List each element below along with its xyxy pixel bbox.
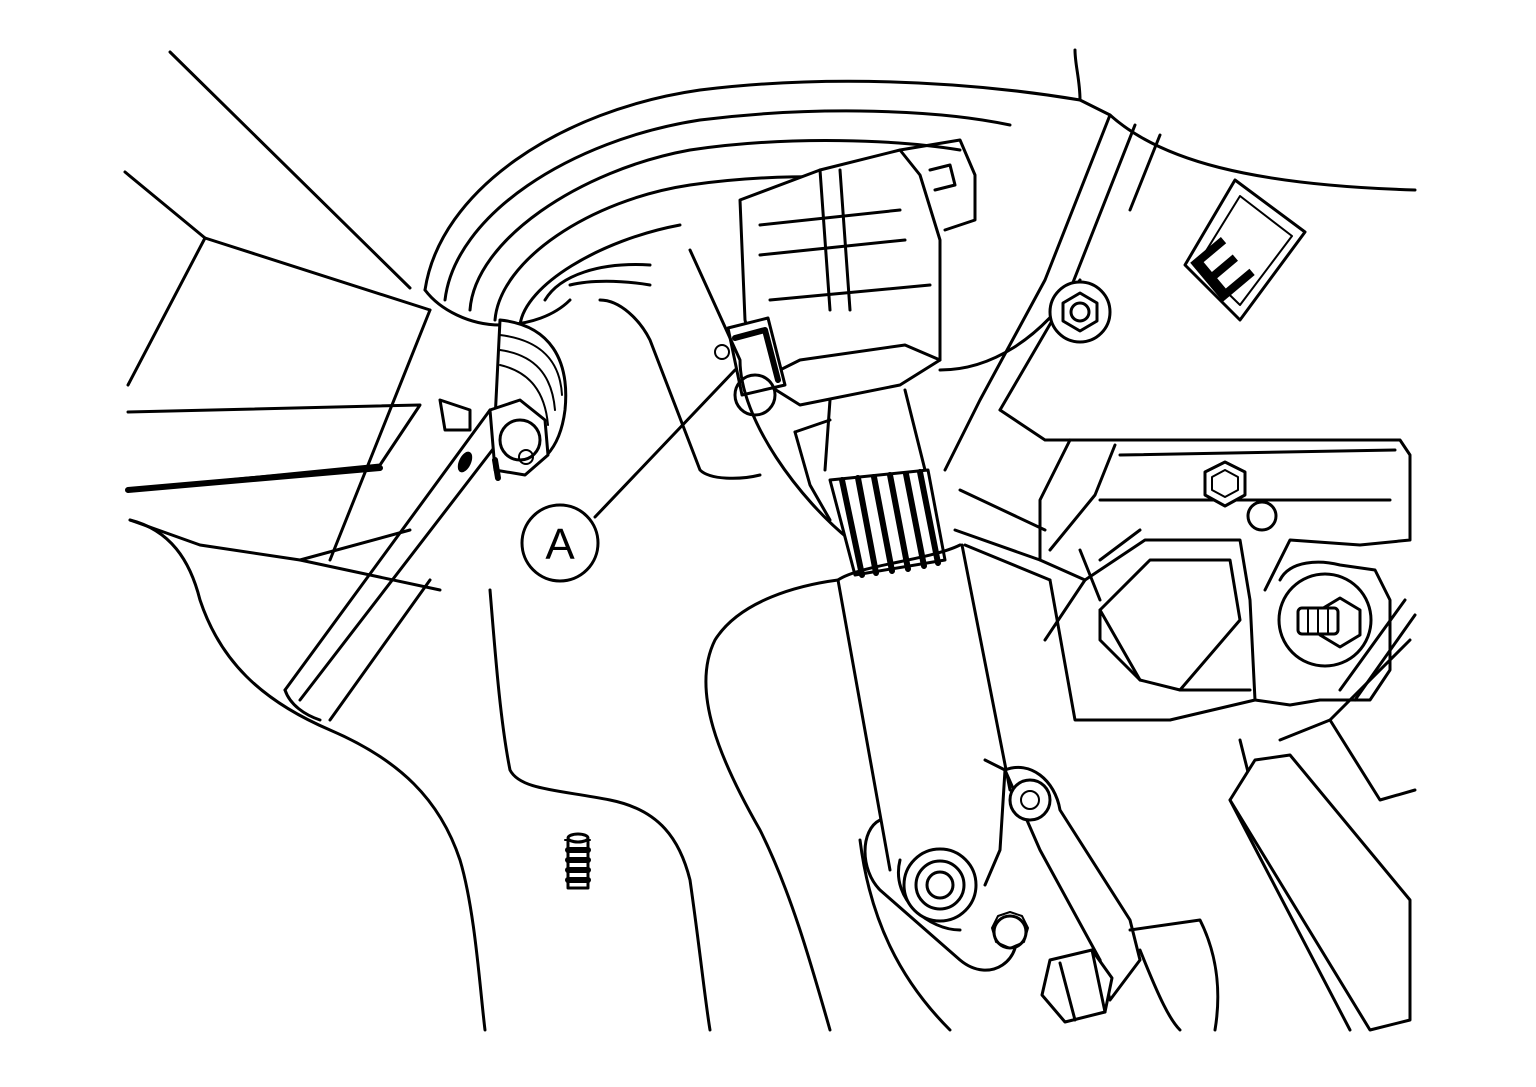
console-edge xyxy=(598,298,762,480)
bracket-hole xyxy=(1246,500,1278,532)
steering-column-shaft xyxy=(688,248,1012,1032)
callout-leader xyxy=(593,368,737,519)
right-bracket xyxy=(953,438,1417,1032)
marker-plate: E xyxy=(1176,178,1307,322)
lower-nut xyxy=(1040,948,1114,1024)
upper-bracket xyxy=(938,113,1162,472)
lower-floor-lines xyxy=(858,838,1220,1032)
small-stud xyxy=(564,832,591,890)
callout-a: A xyxy=(520,368,737,583)
callout-circle xyxy=(520,503,600,583)
callout-label: A xyxy=(545,520,575,569)
lower-joint xyxy=(863,758,1142,1002)
left-panel-lines xyxy=(123,50,487,1032)
bracket-hex-nut xyxy=(1203,460,1247,508)
center-panel-lines xyxy=(488,588,712,1032)
wrench-tool xyxy=(283,318,568,722)
bracket-stud xyxy=(1277,572,1373,668)
upper-nut xyxy=(1048,280,1112,344)
